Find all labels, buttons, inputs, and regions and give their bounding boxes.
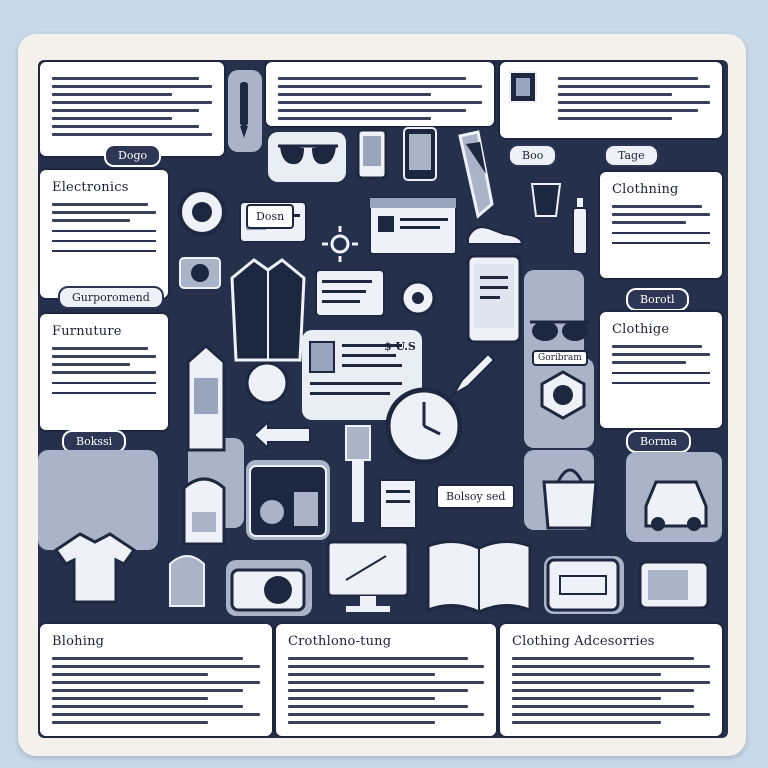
sunglasses-icon-2	[528, 316, 592, 346]
watch-icon	[398, 278, 438, 318]
bag-icon	[538, 456, 602, 532]
electronics-card: Electronics	[38, 168, 170, 300]
electronics-title: Electronics	[52, 180, 129, 195]
camera-icon-2	[230, 562, 306, 612]
tag-tage[interactable]: Tage	[604, 144, 659, 167]
top-mid-card	[264, 60, 496, 128]
arrow-label-icon	[252, 420, 312, 450]
clothing-top-title: Clothning	[612, 182, 679, 197]
gear-icon	[174, 184, 230, 240]
pen-icon	[234, 80, 254, 140]
backpack-icon	[174, 468, 234, 548]
tv-icon	[638, 556, 710, 614]
clothing-card-top: Clothning	[598, 170, 724, 280]
clothing-mid-title: Clothige	[612, 322, 670, 337]
pencil-icon	[448, 350, 498, 400]
frame-icon	[508, 70, 538, 104]
clock-icon-small	[244, 360, 290, 406]
phone-icon	[356, 128, 388, 180]
note-icon	[314, 268, 386, 318]
paper-icon	[378, 478, 418, 530]
cup-icon	[526, 180, 566, 220]
clothing-card-mid: Clothige	[598, 310, 724, 430]
tshirt-icon	[52, 530, 138, 606]
window-icon	[368, 196, 458, 256]
sun-icon	[320, 224, 360, 264]
tag-dogo[interactable]: Dogo	[104, 144, 162, 167]
tag-boo[interactable]: Boo	[508, 144, 558, 167]
price-tag-icon	[178, 344, 234, 454]
badge-icon	[538, 370, 588, 420]
bottom-right-title: Clothing Adcesorries	[512, 634, 655, 649]
jacket-icon	[228, 256, 308, 364]
center-label: Bolsoy sed	[436, 484, 516, 509]
smartphone-icon	[466, 254, 522, 344]
bottom-right-card: Clothing Adcesorries	[498, 622, 724, 738]
device-icon	[246, 462, 330, 540]
document-icon	[302, 332, 418, 416]
bottom-mid-card: Crothlono-tung	[274, 622, 498, 738]
wallet-icon	[546, 558, 620, 612]
backpack-icon-2	[162, 546, 212, 610]
brush-icon	[338, 424, 378, 524]
sunglasses-icon	[274, 136, 342, 176]
book-icon	[424, 536, 534, 616]
car-icon	[638, 466, 714, 536]
furniture-card: Furnuture	[38, 312, 170, 432]
monitor-icon	[326, 540, 410, 616]
furniture-title: Furnuture	[52, 324, 122, 339]
tag-sus: $ U.S	[384, 340, 416, 353]
tool-icon	[448, 130, 498, 220]
watch-label: Goribram	[532, 350, 588, 366]
tablet-icon	[402, 126, 438, 182]
bottom-left-title: Blohing	[52, 634, 105, 649]
shoe-icon	[464, 220, 526, 248]
bottom-left-card: Blohing	[38, 622, 274, 738]
bottle-icon	[570, 196, 590, 256]
clothing-top-button[interactable]: Borotl	[626, 288, 689, 311]
clock-icon	[384, 386, 464, 466]
electronics-button[interactable]: Gurporomend	[58, 286, 164, 309]
tile	[38, 450, 158, 550]
tag-dosan: Dosn	[246, 204, 295, 229]
catalog-board: Dogo Boo Tage Electronics Gurporomend Fu…	[38, 60, 728, 738]
top-left-card	[38, 60, 226, 158]
camera-icon	[178, 250, 222, 294]
clothing-mid-button[interactable]: Borma	[626, 430, 691, 453]
bottom-mid-title: Crothlono-tung	[288, 634, 392, 649]
